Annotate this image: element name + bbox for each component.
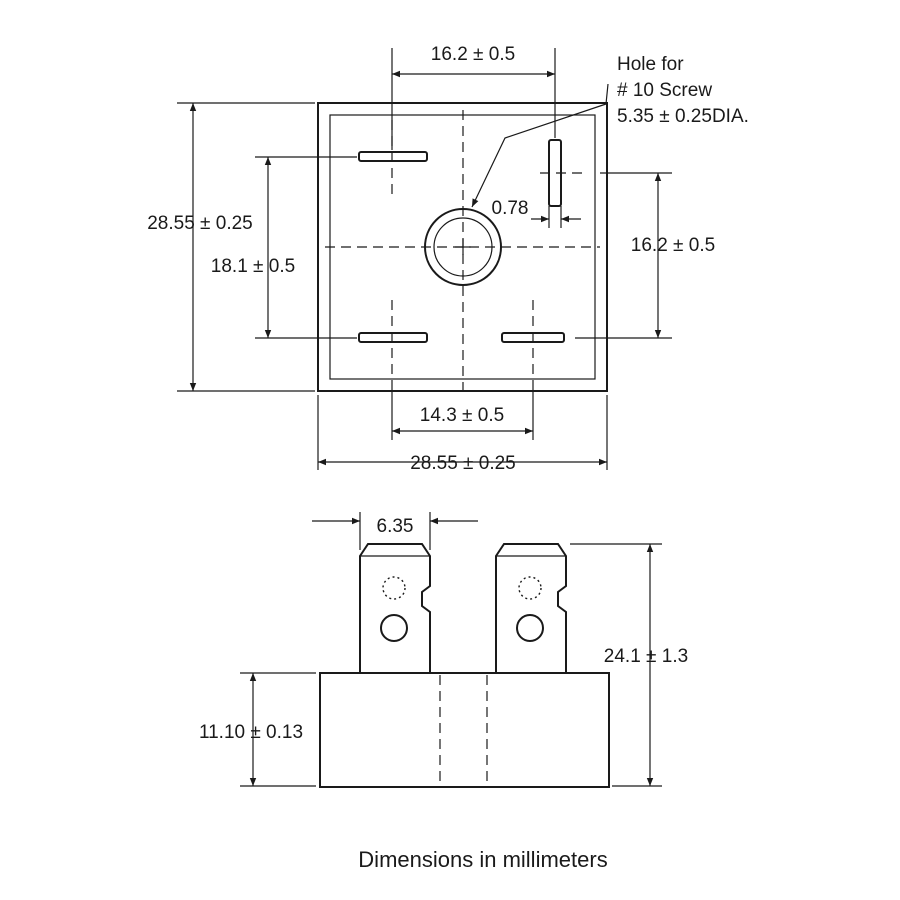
mounting-hole-inner xyxy=(433,217,493,277)
dim-right-height-label: 16.2 ± 0.5 xyxy=(631,235,715,256)
top-view: 16.2 ± 0.5 Hole for # 10 Screw 5.35 ± 0.… xyxy=(147,44,749,474)
terminal-bottom-left xyxy=(358,332,428,343)
side-terminal-right-hole xyxy=(516,614,544,642)
dim-body-height-label: 11.10 ± 0.13 xyxy=(199,722,303,743)
hole-note-line3: 5.35 ± 0.25DIA. xyxy=(617,106,749,127)
dim-bottom-inner-label: 14.3 ± 0.5 xyxy=(420,405,504,426)
dim-bottom-width-label: 28.55 ± 0.25 xyxy=(410,453,516,474)
mounting-hole-outer xyxy=(424,208,502,286)
side-view: 6.35 24.1 ± 1.3 11.10 ± 0.13 xyxy=(199,512,688,788)
hole-leader-line xyxy=(471,83,609,208)
dim-side-terminal-width-label: 6.35 xyxy=(377,516,414,537)
side-terminal-left-hidden-hole xyxy=(382,576,406,600)
hole-note-line2: # 10 Screw xyxy=(617,80,712,101)
side-terminal-right xyxy=(495,543,567,673)
terminal-top-left xyxy=(358,151,428,162)
side-body xyxy=(319,672,610,788)
side-terminal-right-hidden-hole xyxy=(518,576,542,600)
dim-total-height-label: 24.1 ± 1.3 xyxy=(604,646,688,667)
caption: Dimensions in millimeters xyxy=(358,847,607,872)
hole-note-line1: Hole for xyxy=(617,54,684,75)
dim-top-width-label: 16.2 ± 0.5 xyxy=(431,44,515,65)
dim-left-height-label: 28.55 ± 0.25 xyxy=(147,213,253,234)
side-terminal-left-hole xyxy=(380,614,408,642)
dim-terminal-width-label: 0.78 xyxy=(492,198,529,219)
dim-inner-height-label: 18.1 ± 0.5 xyxy=(211,256,295,277)
side-terminal-left xyxy=(359,543,431,673)
